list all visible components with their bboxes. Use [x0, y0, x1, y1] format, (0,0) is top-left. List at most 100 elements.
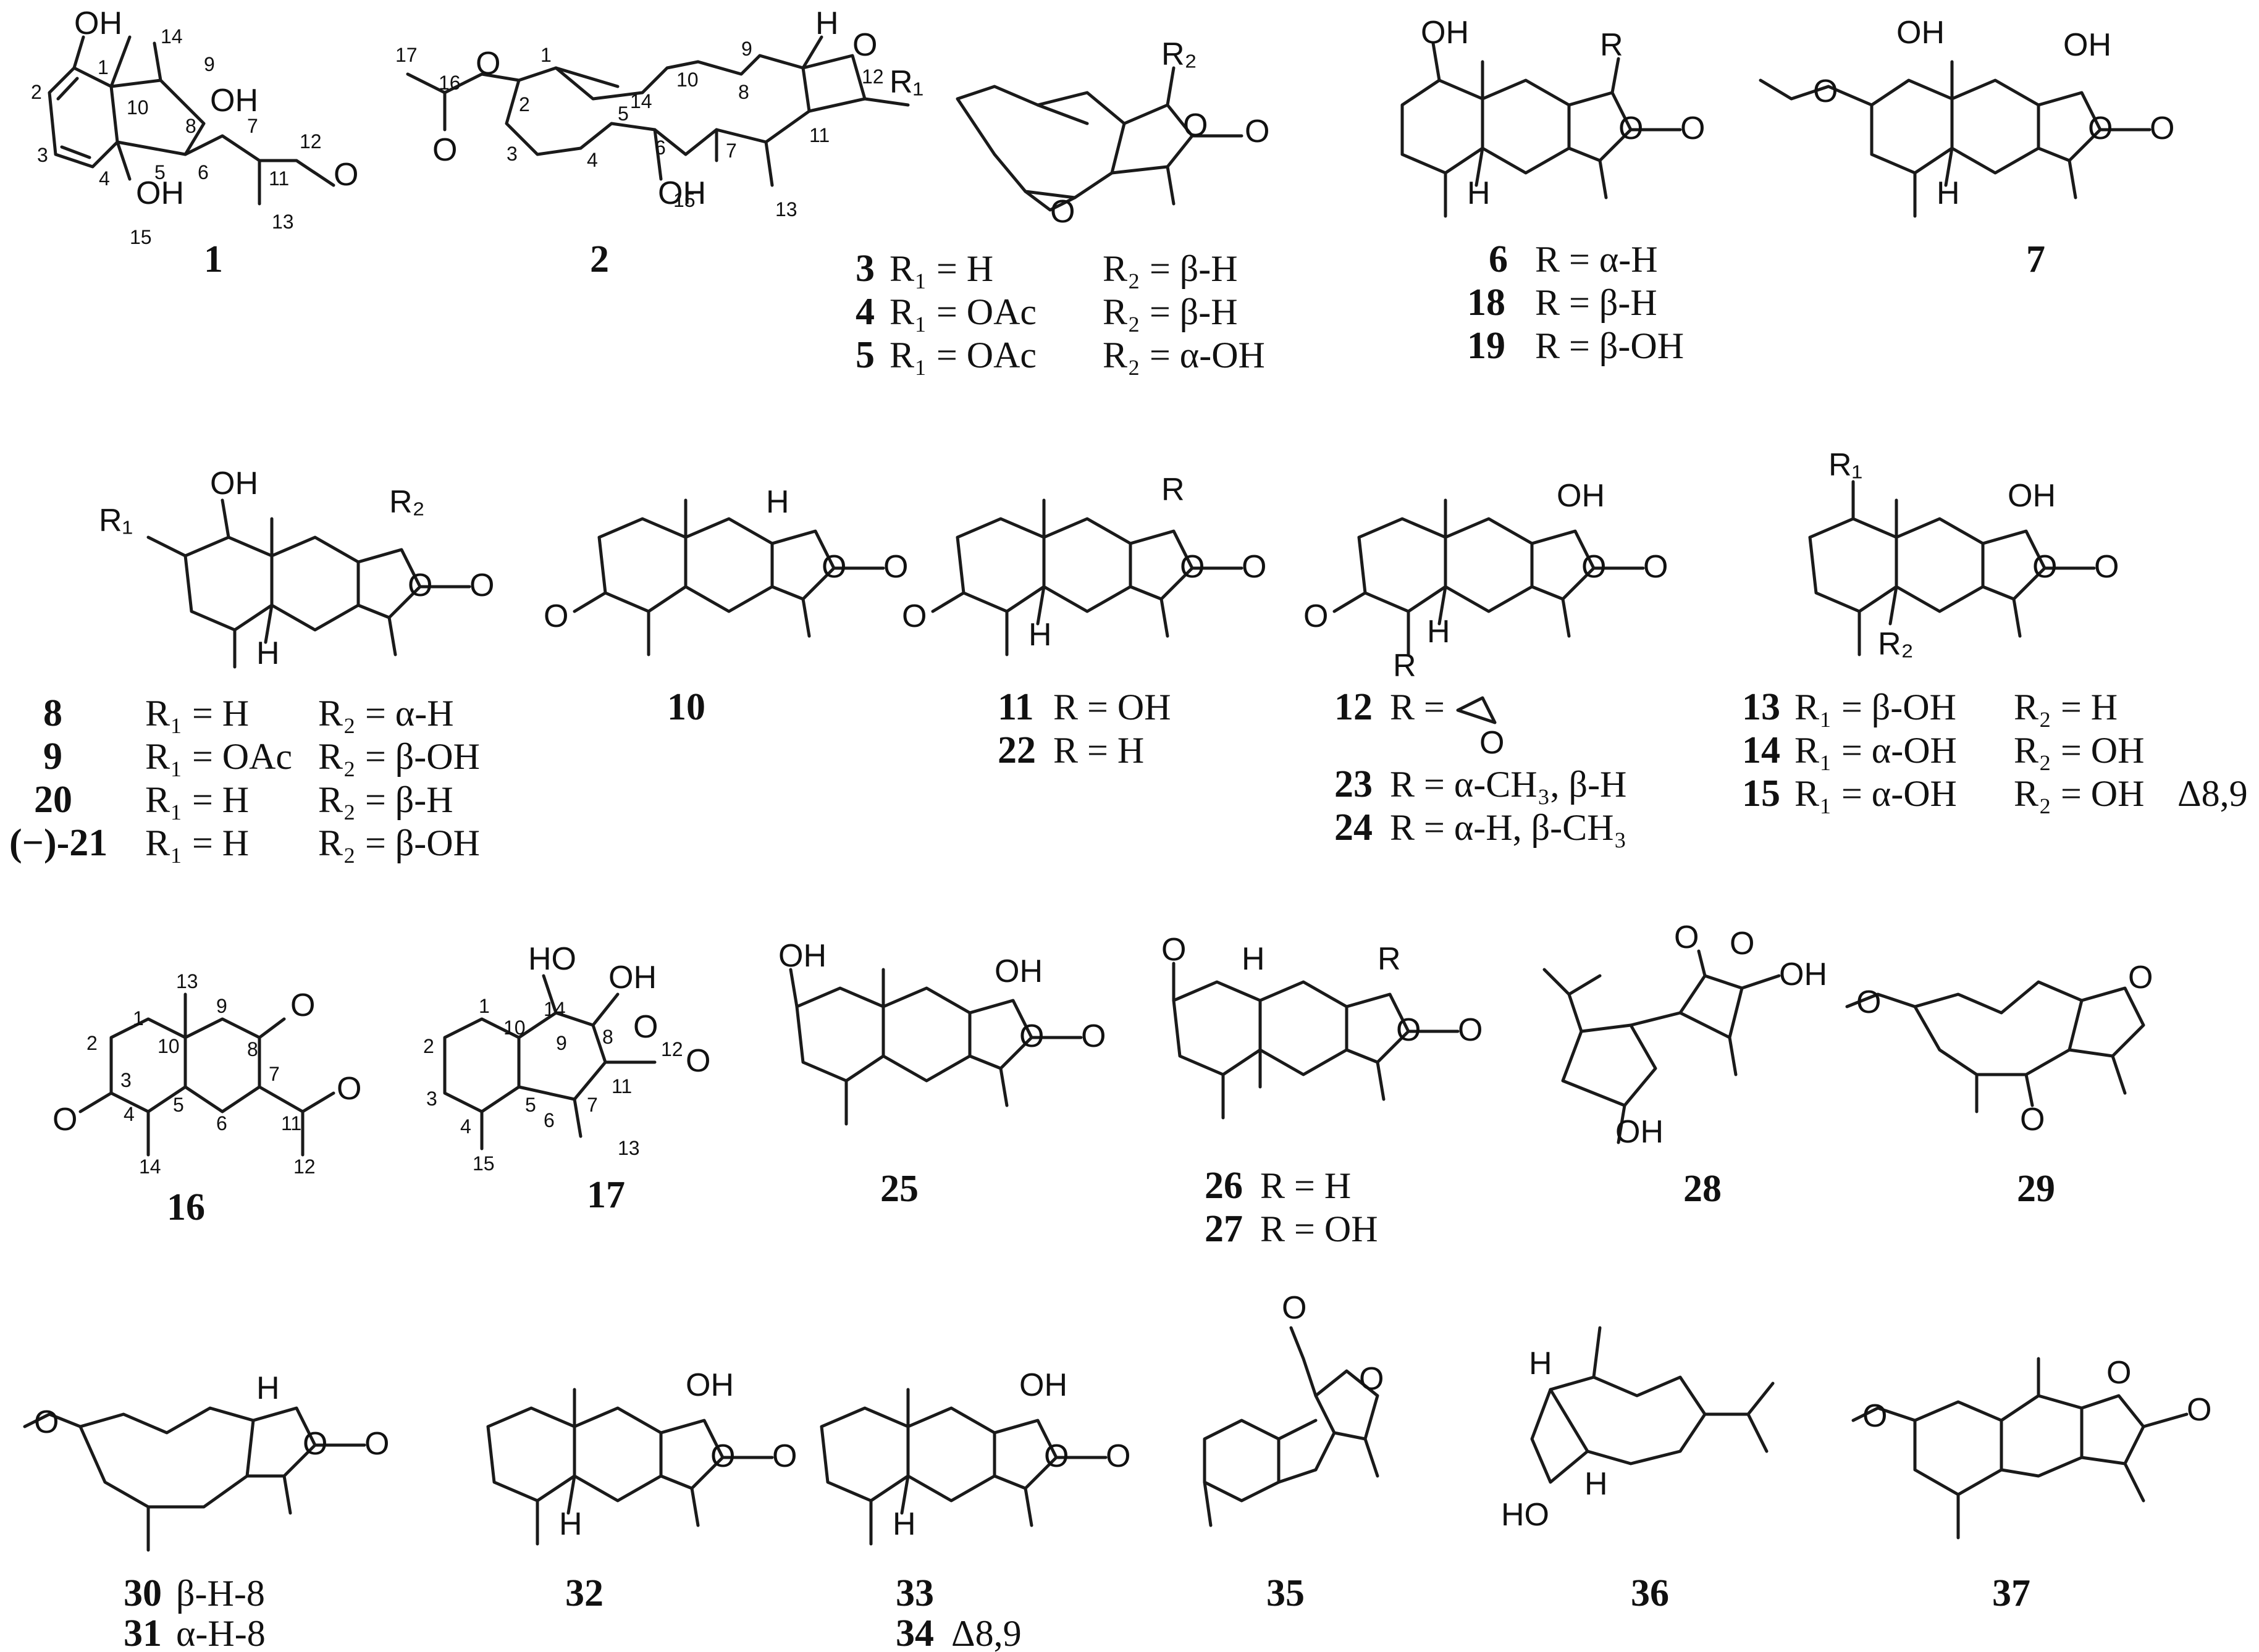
oxygen-label: O [1856, 984, 1881, 1020]
compound-label: 3 [856, 248, 875, 290]
atom-number: 12 [862, 65, 884, 88]
hydroxyl-label: HO [528, 941, 576, 977]
hydrogen-label: H [1427, 614, 1450, 650]
compound-label: 20 [34, 779, 72, 821]
structure-13: R₁ OH O O R₂ [1808, 447, 2119, 662]
compound-label: 35 [1266, 1572, 1305, 1614]
substituent-definition: R₁ = α-OH [1794, 730, 1957, 771]
hydrogen-label: H [1242, 941, 1265, 977]
hydroxyl-label: OH [210, 466, 258, 501]
substituent-definition: R = β-H [1535, 282, 1657, 323]
atom-number: 13 [272, 211, 294, 233]
hydrogen-label: H [1529, 1346, 1552, 1382]
atom-number: 8 [185, 115, 196, 137]
oxygen-label: O [432, 132, 457, 168]
compound-label: 36 [1631, 1572, 1669, 1614]
substituent-label: R₁ [890, 64, 923, 100]
hydrogen-label: H [1584, 1466, 1608, 1502]
atom-number: 1 [479, 995, 490, 1017]
substituent-definition: R₁ = H [145, 823, 249, 863]
structure-12: OH O O O H R [1303, 478, 1668, 684]
hydroxyl-label: OH [608, 960, 657, 996]
delta-note: Δ8,9 [2177, 773, 2248, 814]
oxygen-label: O [1674, 920, 1699, 955]
substituent-definition: R = [1390, 687, 1445, 727]
caption-group-6: 6 R = α-H 18 R = β-H 19 R = β-OH [1467, 238, 1684, 367]
atom-number: 12 [300, 130, 322, 153]
oxygen-label: O [544, 598, 568, 634]
substituent-definition: R₂ = α-OH [1103, 335, 1265, 375]
hydrogen-label: H [1029, 617, 1052, 653]
oxygen-label: O [1161, 932, 1186, 968]
structure-17: HO OH O O 1 2 3 4 5 6 7 8 9 10 11 12 13 … [423, 941, 710, 1175]
hydroxyl-label: OH [995, 954, 1043, 989]
hydroxyl-label: OH [74, 6, 122, 41]
oxygen-label: O [1458, 1012, 1483, 1048]
substituent-definition: R₂ = β-OH [318, 736, 480, 777]
atom-number: 10 [676, 69, 699, 91]
compound-label: 24 [1334, 807, 1373, 849]
compound-label: 29 [2017, 1168, 2055, 1210]
hydroxyl-label: OH [1615, 1114, 1664, 1150]
compound-label: 33 [896, 1572, 934, 1614]
substituent-label: R₁ [1828, 447, 1862, 483]
substituent-label: R₂ [389, 484, 425, 520]
substituent-definition: β-H-8 [176, 1573, 265, 1614]
structure-10: O H O O [544, 484, 908, 656]
oxygen-label: O [1359, 1361, 1384, 1397]
atom-number: 9 [216, 995, 227, 1017]
compound-label: 31 [124, 1612, 162, 1652]
substituent-definition: R = α-H, β-CH₃ [1390, 807, 1626, 848]
oxygen-label: O [34, 1404, 59, 1440]
compound-label: 17 [587, 1174, 625, 1216]
atom-number: 16 [439, 72, 461, 94]
substituent-definition: R₁ = H [145, 779, 249, 820]
oxygen-label: O [883, 549, 908, 585]
oxygen-label: O [1862, 1398, 1887, 1434]
compound-label: 5 [856, 334, 875, 376]
oxygen-label: O [2128, 960, 2153, 996]
atom-number: 5 [154, 161, 166, 183]
substituent-definition: R = H [1053, 730, 1144, 771]
compound-label: 6 [1489, 238, 1508, 280]
atom-number: 15 [473, 1152, 495, 1175]
structure-28: O O OH OH [1542, 920, 1827, 1150]
oxygen-label: O [1044, 1438, 1069, 1474]
atom-number: 2 [31, 81, 42, 103]
epoxide-icon [1456, 696, 1497, 724]
atom-number: 11 [281, 1112, 301, 1134]
oxygen-label: O [1106, 1438, 1130, 1474]
substituent-label: R [1161, 472, 1185, 508]
structure-26: O H R O O [1161, 932, 1483, 1120]
substituent-definition: R₂ = α-H [318, 693, 454, 734]
substituent-label: R [1378, 941, 1401, 977]
compound-label: 14 [1742, 729, 1780, 771]
substituent-definition: R₁ = H [890, 248, 993, 289]
substituent-definition: R₁ = β-OH [1794, 687, 1956, 727]
compound-label: 22 [998, 729, 1036, 771]
atom-number: 9 [741, 38, 752, 60]
atom-number: 14 [544, 998, 566, 1020]
atom-number: 2 [423, 1035, 434, 1057]
hydrogen-label: H [766, 484, 789, 520]
oxygen-label: O [1019, 1018, 1044, 1054]
compound-label: 27 [1205, 1208, 1243, 1250]
compound-label: 32 [565, 1572, 604, 1614]
oxygen-label: O [1680, 111, 1705, 146]
substituent-definition: R₁ = H [145, 693, 249, 734]
atom-number: 3 [507, 143, 518, 165]
oxygen-label: O [710, 1438, 735, 1474]
structure-35: O O [1203, 1290, 1384, 1527]
substituent-label: R₂ [1878, 626, 1914, 662]
substituent-definition: R = α-CH₃, β-H [1390, 764, 1626, 805]
atom-number: 9 [556, 1032, 567, 1054]
atom-number: 6 [198, 161, 209, 183]
substituent-definition: R₂ = H [2014, 687, 2118, 727]
substituent-definition: R = OH [1053, 687, 1171, 727]
hydrogen-label: H [256, 635, 280, 671]
oxygen-label: O [469, 568, 494, 603]
hydroxyl-label: OH [2008, 478, 2056, 514]
delta-note: Δ8,9 [951, 1613, 1022, 1652]
hydroxyl-label: OH [210, 83, 258, 119]
compound-label: 23 [1334, 763, 1373, 805]
